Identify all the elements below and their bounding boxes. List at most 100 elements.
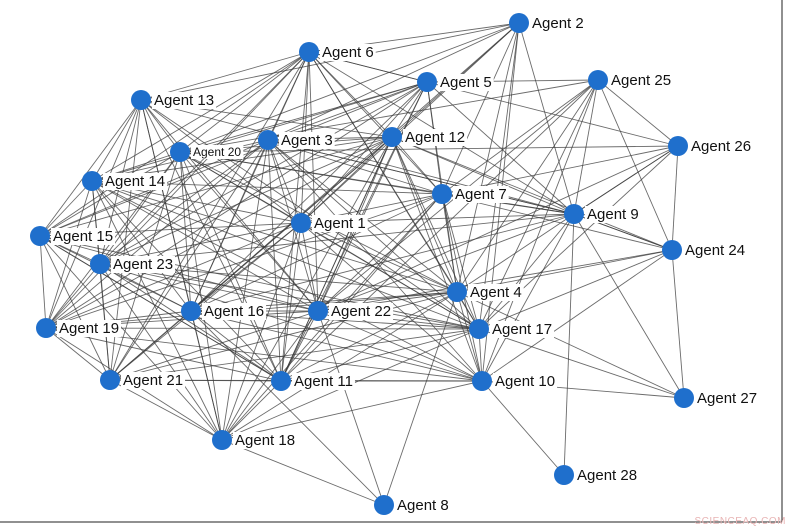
- node-circle-agent-3[interactable]: [258, 130, 278, 150]
- edge-agent-15-agent-22: [39, 235, 319, 312]
- edge-agent-13-agent-14: [91, 99, 142, 182]
- edge-agent-10-agent-22: [317, 310, 483, 382]
- edge-agent-7-agent-19: [45, 193, 443, 329]
- node-circle-agent-8[interactable]: [374, 495, 394, 515]
- edge-agent-9-agent-20: [179, 151, 575, 215]
- node-circle-agent-20[interactable]: [170, 142, 190, 162]
- node-label-agent-19: Agent 19: [59, 320, 119, 337]
- edge-agent-11-agent-16: [190, 310, 282, 382]
- edge-agent-14-agent-19: [45, 180, 93, 329]
- node-agent-27[interactable]: Agent 27: [674, 388, 760, 408]
- edge-agent-16-agent-20: [179, 151, 192, 312]
- node-agent-3[interactable]: Agent 3: [258, 130, 335, 150]
- edge-agent-11-agent-20: [179, 151, 282, 382]
- node-agent-21[interactable]: Agent 21: [100, 370, 186, 390]
- node-label-background: [683, 242, 748, 259]
- node-agent-5[interactable]: Agent 5: [417, 72, 494, 92]
- node-circle-agent-23[interactable]: [90, 254, 110, 274]
- edge-agent-25-agent-26: [597, 79, 679, 147]
- node-agent-8[interactable]: Agent 8: [374, 495, 451, 515]
- edge-agent-19-agent-21: [45, 327, 111, 381]
- node-agent-17[interactable]: Agent 17: [469, 319, 555, 339]
- edge-agent-7-agent-24: [441, 193, 673, 251]
- node-circle-agent-13[interactable]: [131, 90, 151, 110]
- edge-agent-6-agent-22: [308, 51, 319, 312]
- node-agent-23[interactable]: Agent 23: [90, 254, 176, 274]
- edge-agent-12-agent-18: [221, 136, 393, 441]
- node-agent-15[interactable]: Agent 15: [30, 226, 116, 246]
- node-circle-agent-19[interactable]: [36, 318, 56, 338]
- node-circle-agent-28[interactable]: [554, 465, 574, 485]
- edge-agent-13-agent-22: [140, 99, 319, 312]
- node-agent-12[interactable]: Agent 12: [382, 127, 468, 147]
- node-label-agent-9: Agent 9: [587, 206, 639, 223]
- edge-agent-1-agent-10: [300, 222, 483, 382]
- edge-agent-27-agent-4: [456, 291, 685, 399]
- node-agent-22[interactable]: Agent 22: [308, 301, 394, 321]
- node-circle-agent-5[interactable]: [417, 72, 437, 92]
- edge-agent-17-agent-26: [478, 145, 679, 330]
- node-circle-agent-24[interactable]: [662, 240, 682, 260]
- node-label-background: [111, 256, 176, 273]
- edge-agent-6-agent-17: [308, 51, 480, 330]
- node-circle-agent-6[interactable]: [299, 42, 319, 62]
- node-label-agent-5: Agent 5: [440, 74, 492, 91]
- node-label-agent-10: Agent 10: [495, 373, 555, 390]
- node-agent-2[interactable]: Agent 2: [509, 13, 586, 33]
- edge-agent-3-agent-5: [267, 81, 428, 141]
- node-circle-agent-16[interactable]: [181, 301, 201, 321]
- node-agent-25[interactable]: Agent 25: [588, 70, 674, 90]
- edge-agent-1-agent-12: [300, 136, 393, 224]
- node-agent-28[interactable]: Agent 28: [554, 465, 640, 485]
- node-agent-20[interactable]: Agent 20: [170, 142, 244, 162]
- edge-agent-3-agent-21: [109, 139, 269, 381]
- node-circle-agent-22[interactable]: [308, 301, 328, 321]
- node-circle-agent-18[interactable]: [212, 430, 232, 450]
- node-agent-9[interactable]: Agent 9: [564, 204, 641, 224]
- node-agent-18[interactable]: Agent 18: [212, 430, 298, 450]
- node-agent-7[interactable]: Agent 7: [432, 184, 509, 204]
- edge-agent-7-agent-16: [190, 193, 443, 312]
- node-agent-19[interactable]: Agent 19: [36, 318, 122, 338]
- node-circle-agent-2[interactable]: [509, 13, 529, 33]
- edge-agent-12-agent-23: [99, 136, 393, 265]
- node-circle-agent-7[interactable]: [432, 184, 452, 204]
- node-agent-6[interactable]: Agent 6: [299, 42, 376, 62]
- node-circle-agent-25[interactable]: [588, 70, 608, 90]
- edge-agent-18-agent-22: [221, 310, 319, 441]
- edge-agent-9-agent-27: [573, 213, 685, 399]
- edge-agent-9-agent-3: [267, 139, 575, 215]
- edge-agent-2-agent-3: [267, 22, 520, 141]
- node-circle-agent-27[interactable]: [674, 388, 694, 408]
- node-circle-agent-11[interactable]: [271, 371, 291, 391]
- edge-agent-9-agent-12: [391, 136, 575, 215]
- edge-agent-1-agent-4: [300, 222, 458, 293]
- node-circle-agent-4[interactable]: [447, 282, 467, 302]
- node-circle-agent-1[interactable]: [291, 213, 311, 233]
- node-agent-4[interactable]: Agent 4: [447, 282, 524, 302]
- edge-agent-1-agent-13: [140, 99, 302, 224]
- edge-agent-9-agent-23: [99, 213, 575, 265]
- node-circle-agent-14[interactable]: [82, 171, 102, 191]
- node-label-background: [51, 228, 116, 245]
- node-circle-agent-26[interactable]: [668, 136, 688, 156]
- node-agent-24[interactable]: Agent 24: [662, 240, 748, 260]
- node-agent-1[interactable]: Agent 1: [291, 213, 368, 233]
- edge-agent-13-agent-17: [140, 99, 480, 330]
- node-circle-agent-21[interactable]: [100, 370, 120, 390]
- node-agent-11[interactable]: Agent 11: [271, 371, 355, 391]
- node-circle-agent-10[interactable]: [472, 371, 492, 391]
- node-label-agent-26: Agent 26: [691, 138, 751, 155]
- node-agent-14[interactable]: Agent 14: [82, 171, 168, 191]
- edge-agent-17-agent-27: [478, 328, 685, 399]
- node-agent-26[interactable]: Agent 26: [668, 136, 754, 156]
- node-circle-agent-15[interactable]: [30, 226, 50, 246]
- node-circle-agent-17[interactable]: [469, 319, 489, 339]
- node-circle-agent-12[interactable]: [382, 127, 402, 147]
- node-agent-16[interactable]: Agent 16: [181, 301, 267, 321]
- node-agent-13[interactable]: Agent 13: [131, 90, 217, 110]
- node-label-agent-2: Agent 2: [532, 15, 584, 32]
- node-circle-agent-9[interactable]: [564, 204, 584, 224]
- node-agent-10[interactable]: Agent 10: [472, 371, 558, 391]
- node-label-background: [103, 173, 168, 190]
